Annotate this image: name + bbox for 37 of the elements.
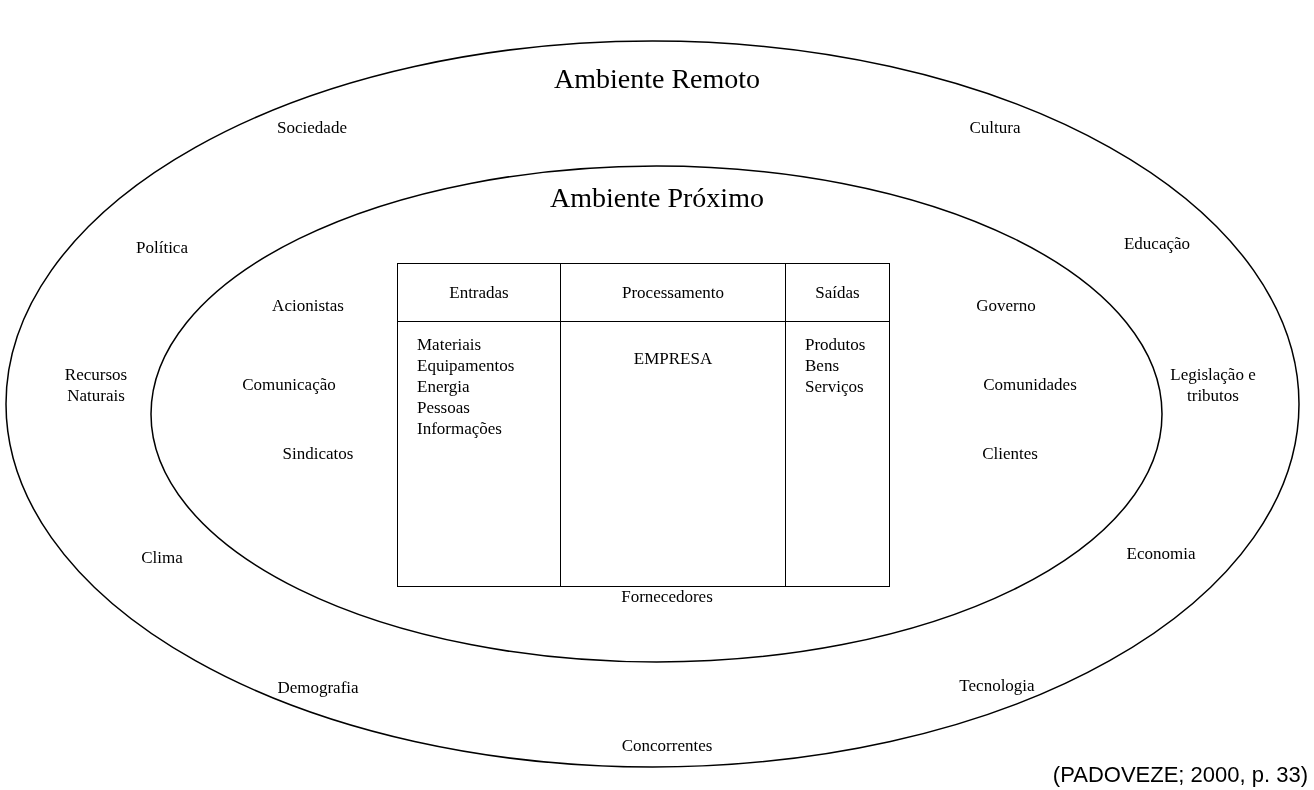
- table-column: [560, 263, 786, 587]
- factor-label: Legislação e tributos: [1169, 363, 1257, 407]
- column-item: Serviços: [805, 376, 864, 397]
- column-item: Energia: [417, 376, 470, 397]
- factor-label: Economia: [1126, 543, 1196, 565]
- column-item: Produtos: [805, 334, 866, 355]
- region-title: Ambiente Próximo: [550, 180, 764, 215]
- column-item: Materiais: [417, 334, 482, 355]
- column-item: EMPRESA: [633, 348, 713, 369]
- factor-label: Governo: [976, 295, 1036, 317]
- factor-label: Sociedade: [277, 117, 347, 139]
- factor-label: Concorrentes: [621, 735, 713, 757]
- factor-label: Política: [136, 237, 188, 259]
- region-title: Ambiente Remoto: [553, 61, 761, 96]
- column-item: Pessoas: [417, 397, 470, 418]
- column-header: Entradas: [449, 281, 509, 304]
- factor-label: Comunicação: [242, 374, 336, 396]
- column-header: Saídas: [815, 281, 860, 304]
- factor-label: Tecnologia: [959, 675, 1035, 697]
- factor-label: Clientes: [982, 443, 1038, 465]
- factor-label: Cultura: [969, 117, 1021, 139]
- factor-label: Acionistas: [272, 295, 344, 317]
- table-column: [785, 263, 890, 587]
- column-item: Equipamentos: [417, 355, 515, 376]
- factor-label: Fornecedores: [621, 586, 713, 608]
- factor-label: Comunidades: [983, 374, 1077, 396]
- column-header: Processamento: [622, 281, 724, 304]
- factor-label: Educação: [1123, 233, 1191, 255]
- factor-label: Sindicatos: [282, 443, 354, 465]
- factor-label: Recursos Naturais: [63, 363, 129, 407]
- environment-ellipse: [5, 40, 1300, 768]
- caption: (PADOVEZE; 2000, p. 33): [1052, 764, 1308, 786]
- factor-label: Demografia: [277, 677, 359, 699]
- table-column: [397, 263, 561, 587]
- column-item: Informações: [417, 418, 502, 439]
- factor-label: Clima: [141, 547, 183, 569]
- column-item: Bens: [805, 355, 839, 376]
